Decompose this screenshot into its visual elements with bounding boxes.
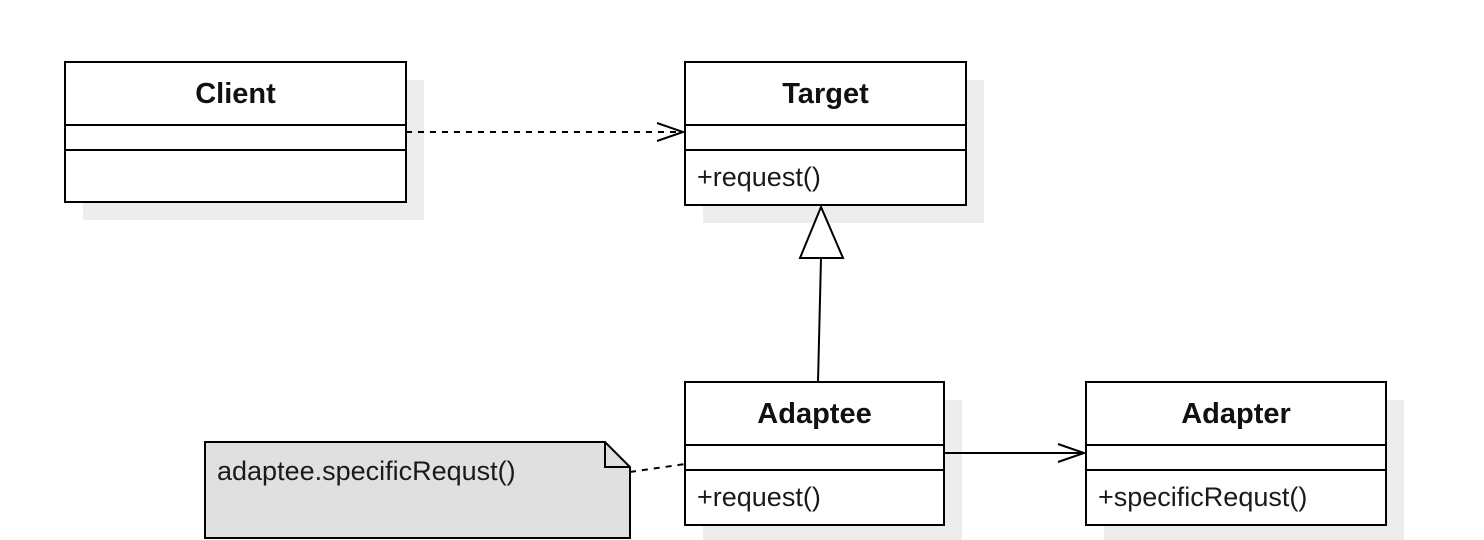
class-client-name: Client — [195, 78, 276, 110]
class-target-operation: +request() — [697, 162, 821, 192]
class-adaptee[interactable]: Adaptee +request() — [684, 381, 962, 540]
class-adaptee-box — [684, 381, 945, 526]
edge-adaptee-target-generalization[interactable] — [798, 204, 845, 383]
class-adapter-operation: +specificRequst() — [1098, 482, 1307, 512]
class-adapter-box — [1085, 381, 1387, 526]
note[interactable]: adaptee.specificRequst() — [204, 441, 631, 539]
class-adapter-name: Adapter — [1181, 398, 1291, 430]
dependency-arrowhead — [656, 122, 687, 142]
class-target[interactable]: Target +request() — [684, 61, 984, 223]
class-target-name: Target — [782, 78, 869, 110]
note-body — [204, 441, 631, 539]
generalization-triangle-head — [798, 204, 845, 259]
edge-client-target-dependency[interactable] — [406, 122, 687, 142]
note-anchor-line — [629, 463, 686, 473]
class-client-box — [64, 61, 407, 203]
class-client[interactable]: Client — [64, 61, 424, 220]
edge-adaptee-adapter-association[interactable] — [944, 443, 1088, 463]
generalization-line — [817, 257, 822, 383]
edge-note-anchor[interactable] — [629, 463, 686, 473]
note-text: adaptee.specificRequst() — [217, 456, 516, 486]
class-adaptee-name: Adaptee — [757, 398, 871, 430]
class-target-box — [684, 61, 967, 206]
class-adaptee-operation: +request() — [697, 482, 821, 512]
note-folded-corner — [604, 442, 630, 468]
association-arrowhead — [1057, 443, 1088, 463]
class-adapter[interactable]: Adapter +specificRequst() — [1085, 381, 1404, 540]
